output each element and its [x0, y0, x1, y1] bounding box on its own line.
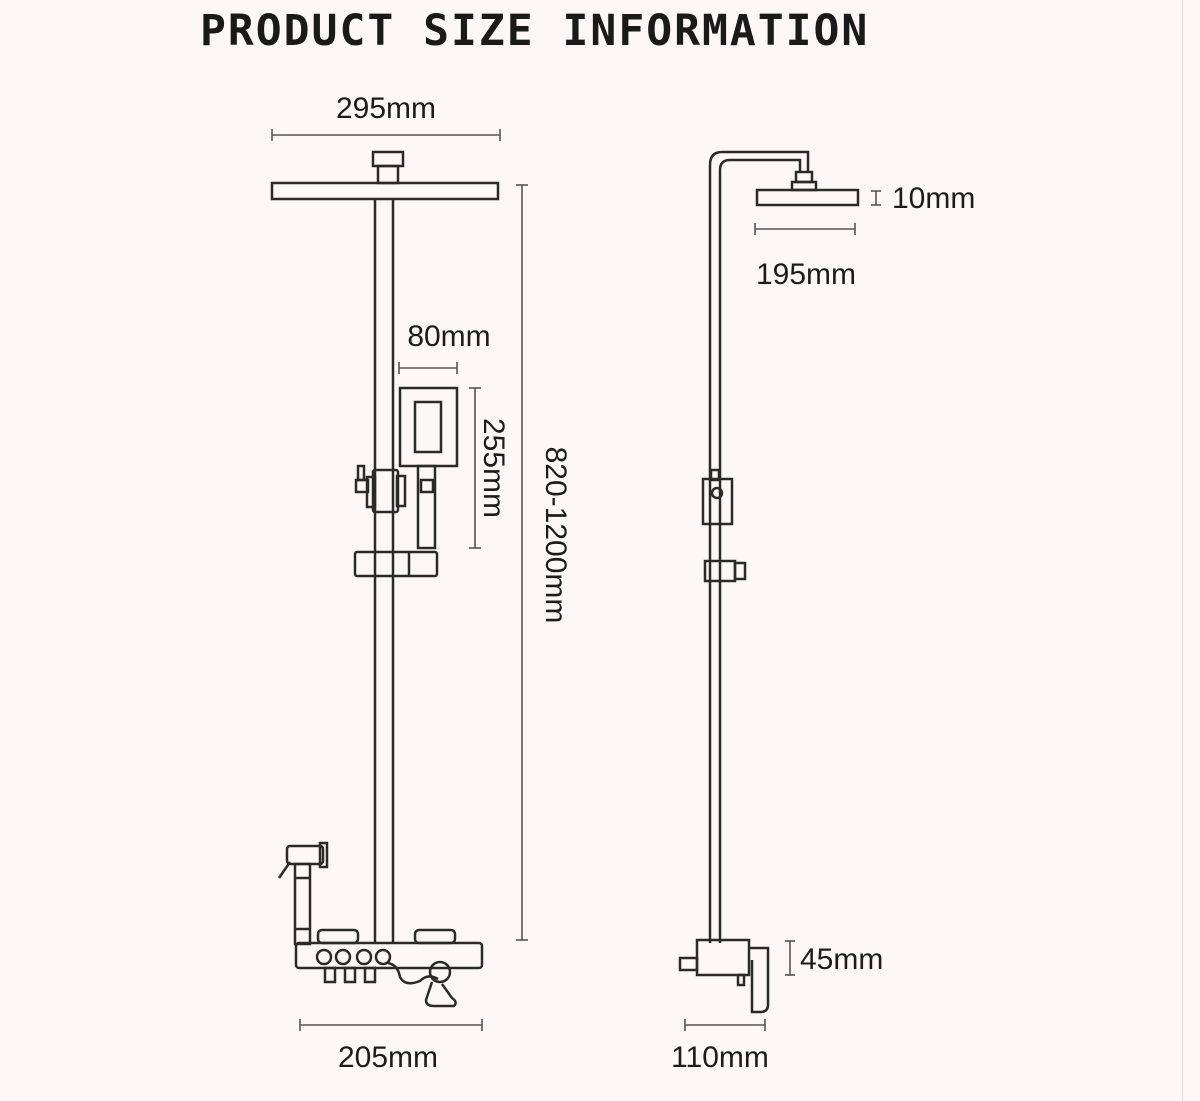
- valve-height-marker: [785, 940, 795, 976]
- right-border-line: [1182, 0, 1183, 1101]
- hand-shower-holder: [353, 464, 439, 578]
- hand-shower: [398, 386, 459, 550]
- base-width-label: 205mm: [338, 1041, 438, 1074]
- hand-shower-width-dimension-line: [398, 362, 458, 374]
- side-shower-head: [755, 170, 860, 207]
- top-width-dimension-line: [271, 129, 501, 141]
- page-title: PRODUCT SIZE INFORMATION: [200, 6, 870, 56]
- base-width-dimension-line: [299, 1019, 483, 1031]
- hand-shower-height-label: 255mm: [477, 418, 510, 518]
- hand-shower-width-label: 80mm: [407, 320, 490, 353]
- valve-height-label: 45mm: [800, 943, 883, 976]
- total-height-dimension-line: [516, 184, 528, 941]
- side-holder: [701, 468, 747, 583]
- front-view: 295mm 80mm: [270, 92, 572, 1074]
- mixer-base: [294, 928, 484, 1008]
- bidet-sprayer: [277, 841, 329, 946]
- total-height-label: 820-1200mm: [539, 447, 572, 624]
- head-thickness-label: 10mm: [892, 182, 975, 215]
- top-width-label: 295mm: [336, 92, 436, 125]
- hand-shower-height-dimension-line: [469, 387, 481, 549]
- side-shower-pipe: [708, 150, 810, 943]
- side-valve: [678, 938, 770, 1014]
- shower-pole: [373, 199, 395, 943]
- valve-width-dimension-line: [684, 1019, 766, 1031]
- head-thickness-marker: [871, 190, 881, 206]
- valve-width-label: 110mm: [671, 1041, 769, 1074]
- rain-shower-head: [270, 150, 500, 201]
- side-view: 10mm 195mm 45mm 110mm: [671, 150, 975, 1074]
- head-width-dimension-line: [754, 223, 856, 235]
- head-width-label: 195mm: [756, 258, 856, 291]
